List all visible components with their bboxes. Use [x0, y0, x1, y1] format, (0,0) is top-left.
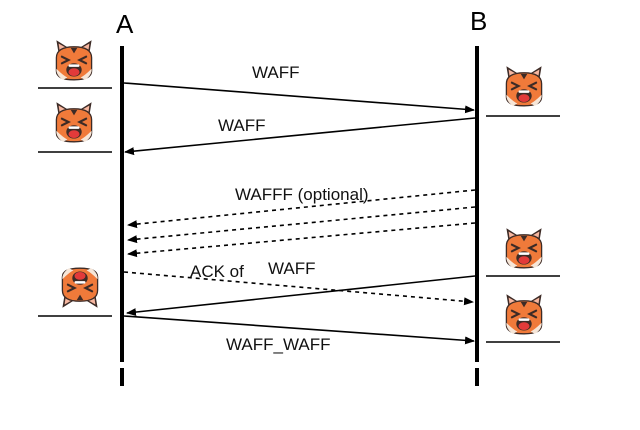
- message-label-6: WAFF_WAFF: [226, 335, 331, 354]
- party-b-label: B: [470, 6, 487, 36]
- angry-fox-face-icon: [505, 65, 543, 107]
- message-arrow-3a: [127, 189, 476, 229]
- upside-down-fox-icon: [61, 267, 99, 309]
- message-arrow-3c: [127, 222, 476, 258]
- message-arrow-3b: [127, 206, 476, 244]
- angry-fox-face-icon: [505, 293, 543, 335]
- party-a-label: A: [116, 9, 134, 39]
- angry-fox-face-icon: [55, 39, 93, 81]
- message-arrow-2: [124, 117, 476, 156]
- message-label-4-word: WAFF: [268, 259, 316, 278]
- message-label-1: WAFF: [252, 63, 300, 82]
- message-label-3: WAFFF (optional): [235, 185, 369, 204]
- message-label-4-prefix: ACK of: [190, 262, 244, 281]
- message-arrow-6: [123, 315, 475, 345]
- message-arrow-1: [123, 82, 475, 114]
- message-arrow-4: [123, 271, 474, 306]
- angry-fox-face-icon: [55, 101, 93, 143]
- message-label-2: WAFF: [218, 116, 266, 135]
- message-arrow-5: [126, 275, 476, 317]
- angry-fox-face-icon: [505, 227, 543, 269]
